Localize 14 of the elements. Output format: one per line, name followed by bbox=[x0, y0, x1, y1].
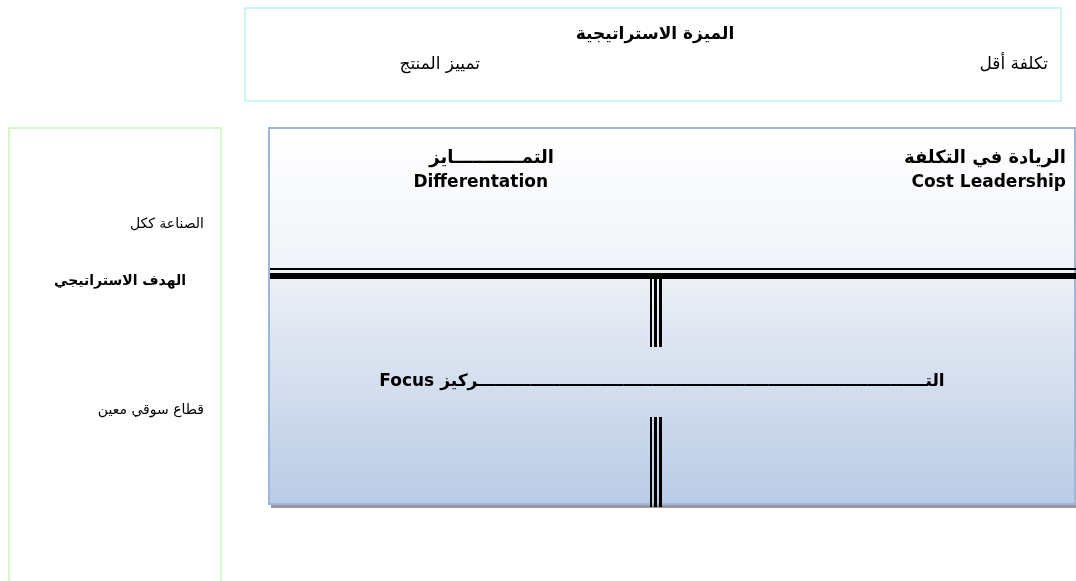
strategy-label: التمـــــــــــايز bbox=[429, 146, 554, 167]
axis-label: قطاع سوقي معين bbox=[97, 401, 204, 417]
axis-label: تمييز المنتج bbox=[399, 53, 480, 73]
strategic-advantage-box bbox=[244, 7, 1062, 102]
axis-label: تكلفة أقل bbox=[979, 53, 1048, 73]
strategy-label: الريادة في التكلفة bbox=[904, 146, 1066, 167]
heading: الميزة الاستراتيجية bbox=[575, 23, 735, 43]
english-label: Cost Leadership bbox=[911, 171, 1066, 191]
strategy-matrix-box bbox=[268, 127, 1076, 505]
axis-label: الهدف الاستراتيجي bbox=[54, 272, 187, 289]
strategy-label: التـــــــــــــــــــــــــــــــــــــــــــــــــــــــــــــــــــــــــــــركيز Focus bbox=[379, 370, 945, 390]
english-label: Differentation bbox=[413, 171, 548, 191]
strategic-target-box bbox=[8, 127, 222, 581]
axis-label: الصناعة ككل bbox=[129, 215, 204, 231]
